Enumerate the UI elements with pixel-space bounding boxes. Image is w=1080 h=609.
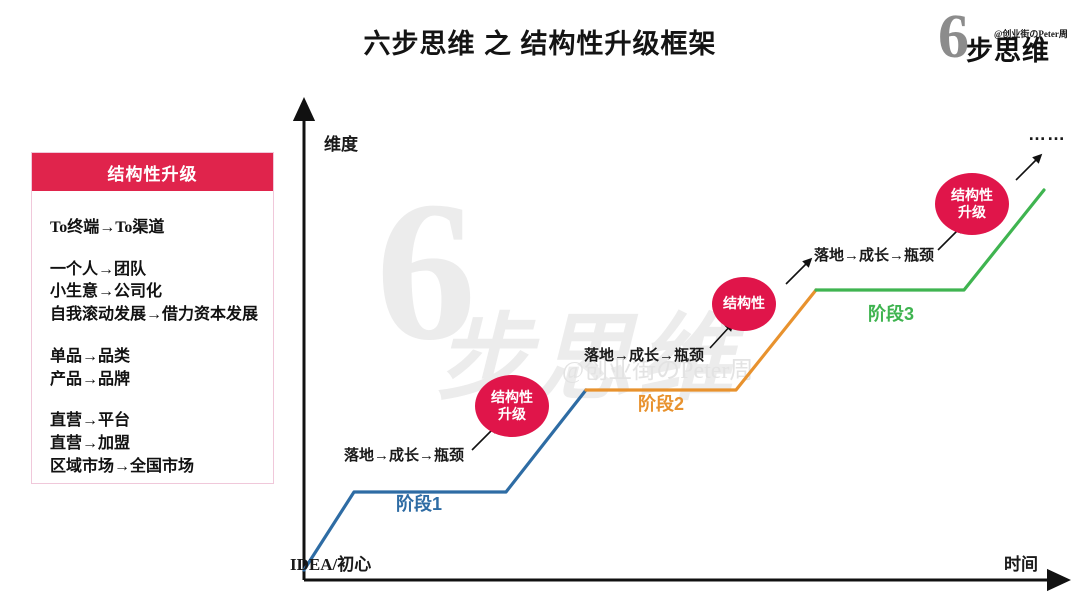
- panel-line: 直营→平台: [50, 412, 131, 430]
- annotation-arrow: [709, 321, 735, 349]
- panel-header: 结构性升级: [32, 153, 273, 191]
- stage3-line: [814, 188, 1046, 292]
- panel-line: 直营→加盟: [50, 435, 131, 453]
- panel-line: 区域市场→全国市场: [50, 457, 195, 475]
- staircase-growth-chart: 6 步思维 @创业街のPeter周: [286, 92, 1076, 592]
- panel-group: 直营→平台 直营→加盟 区域市场→全国市场: [50, 410, 273, 478]
- bubble-line: 升级: [498, 406, 526, 422]
- continuation-dots: ……: [1028, 124, 1066, 144]
- panel-body: To终端→To渠道 一个人→团队 小生意→公司化 自我滚动发展→借力资本发展 单…: [32, 191, 273, 478]
- progression-arrow: [785, 257, 813, 285]
- bubble-line: 结构性: [491, 388, 533, 405]
- brand-logo: 6 @创业街のPeter周 步思维: [936, 6, 1068, 82]
- panel-line: 一个人→团队: [50, 260, 147, 278]
- logo-handle-text: @创业街のPeter周: [994, 29, 1068, 39]
- panel-line: 单品→品类: [50, 347, 131, 365]
- progression-arrow: [1015, 153, 1043, 181]
- stage2-note: 落地→成长→瓶颈: [584, 348, 705, 364]
- panel-group: 单品→品类 产品→品牌: [50, 346, 273, 391]
- logo-numeral: 6: [938, 3, 969, 71]
- y-axis-label: 维度: [324, 135, 358, 154]
- stage2-label: 阶段2: [638, 394, 685, 414]
- page-title: 六步思维 之 结构性升级框架: [363, 29, 717, 59]
- logo-wordmark: 步思维: [966, 36, 1050, 66]
- panel-group: 一个人→团队 小生意→公司化 自我滚动发展→借力资本发展: [50, 259, 273, 327]
- panel-line: 产品→品牌: [50, 370, 131, 388]
- bubble-line: 升级: [958, 204, 986, 220]
- stage3-label: 阶段3: [868, 304, 915, 324]
- structural-upgrade-panel: 结构性升级 To终端→To渠道 一个人→团队 小生意→公司化 自我滚动发展→借力…: [31, 152, 274, 484]
- bubble-line: 结构性: [951, 186, 993, 203]
- stage3-note: 落地→成长→瓶颈: [814, 248, 935, 264]
- bubble-line: 结构性: [723, 295, 765, 312]
- stage3-upgrade-bubble: 结构性 升级: [935, 173, 1009, 235]
- panel-group: To终端→To渠道: [50, 217, 273, 240]
- stage2-upgrade-bubble: 结构性: [712, 277, 776, 331]
- x-axis-label: 时间: [1004, 555, 1038, 574]
- panel-line: To终端→To渠道: [50, 219, 165, 236]
- stage1-note: 落地→成长→瓶颈: [344, 448, 465, 464]
- panel-line: 小生意→公司化: [50, 283, 163, 301]
- stage1-upgrade-bubble: 结构性 升级: [475, 375, 549, 437]
- stage1-line: [302, 388, 588, 572]
- origin-label: IDEA/初心: [290, 555, 372, 574]
- stage1-label: 阶段1: [396, 494, 443, 514]
- stage2-line: [584, 288, 818, 392]
- chart-svg: [292, 97, 1071, 592]
- panel-line: 自我滚动发展→借力资本发展: [50, 306, 259, 324]
